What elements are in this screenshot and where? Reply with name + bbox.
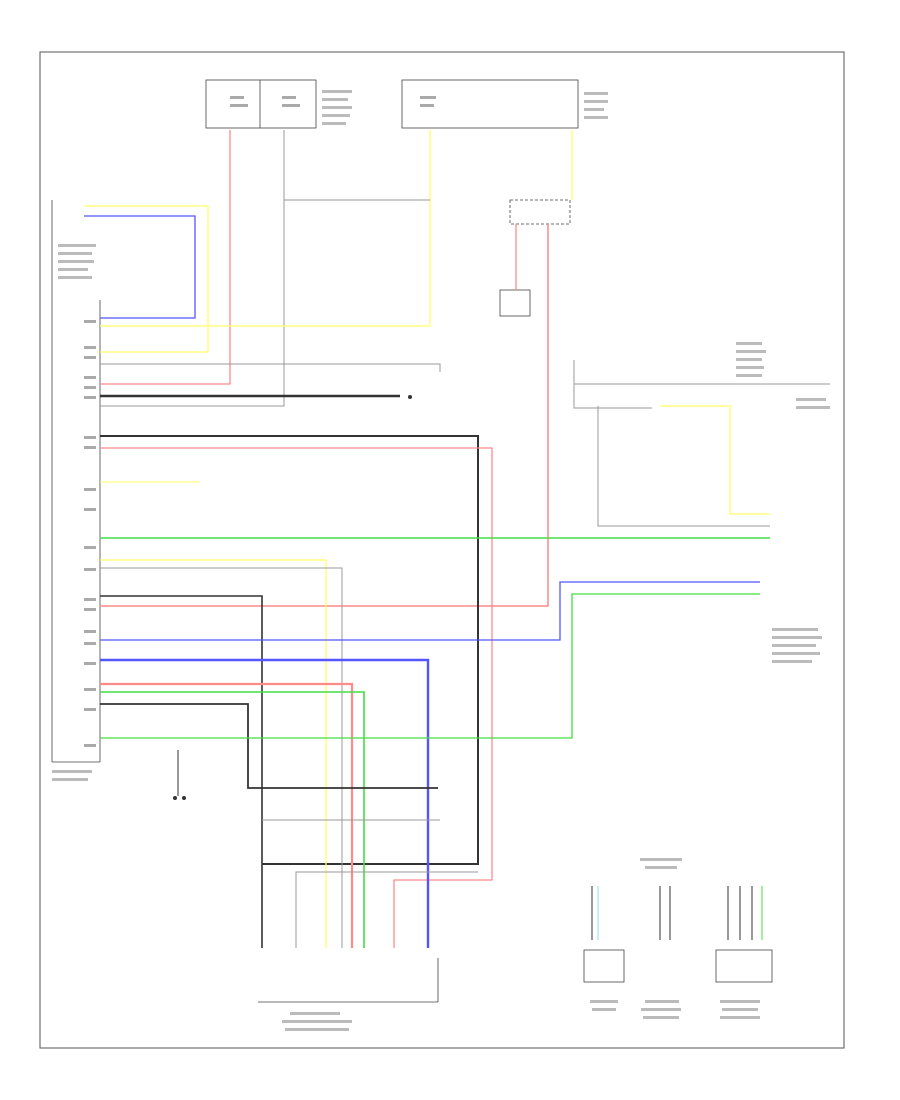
relay-box-left [205,79,317,129]
diagram-frame [39,51,845,1049]
hybrid-vehicle-ecu-label [282,1012,352,1031]
blue-wire [100,658,430,948]
red-wire [100,447,493,948]
relay-box-left-labels [230,90,352,125]
black-wire [100,435,479,865]
gray-wire [295,871,478,948]
gray-wire [100,567,343,948]
skid-control-ecu-connector [640,858,682,1019]
green-wire [100,593,760,739]
ground-symbol [408,395,412,399]
gray-wire [573,360,652,409]
red-wire [100,682,354,948]
relay-box-right-labels [420,92,608,119]
gray-wire [100,363,441,372]
ground-symbol [173,796,186,800]
wire-layer [84,130,830,948]
blue-wire [84,215,196,319]
right-ecu-label [772,628,822,663]
hybrid-vehicle-ecu-connector [258,958,439,1003]
hybrid-control-ecu-pin-labels [84,320,96,747]
hybrid-control-ecu-text [52,244,96,781]
junction-connector [509,199,571,225]
yellow-wire [100,130,431,327]
black-wire [100,703,438,789]
combination-meter-connector [583,949,625,1011]
gray-wire [597,406,770,527]
blue-wire [100,581,760,641]
relay-box-right [401,79,579,129]
airbag-ecu-connector [715,949,773,1019]
yellow-wire [100,559,327,948]
top-right-label [736,342,830,409]
yellow-wire [84,205,209,353]
red-wire [100,130,231,385]
yellow-wire [660,405,770,515]
red-wire [100,224,549,607]
gray-wire [100,130,285,407]
black-wire [100,595,263,948]
relay-small [499,289,531,317]
green-wire [100,691,365,948]
